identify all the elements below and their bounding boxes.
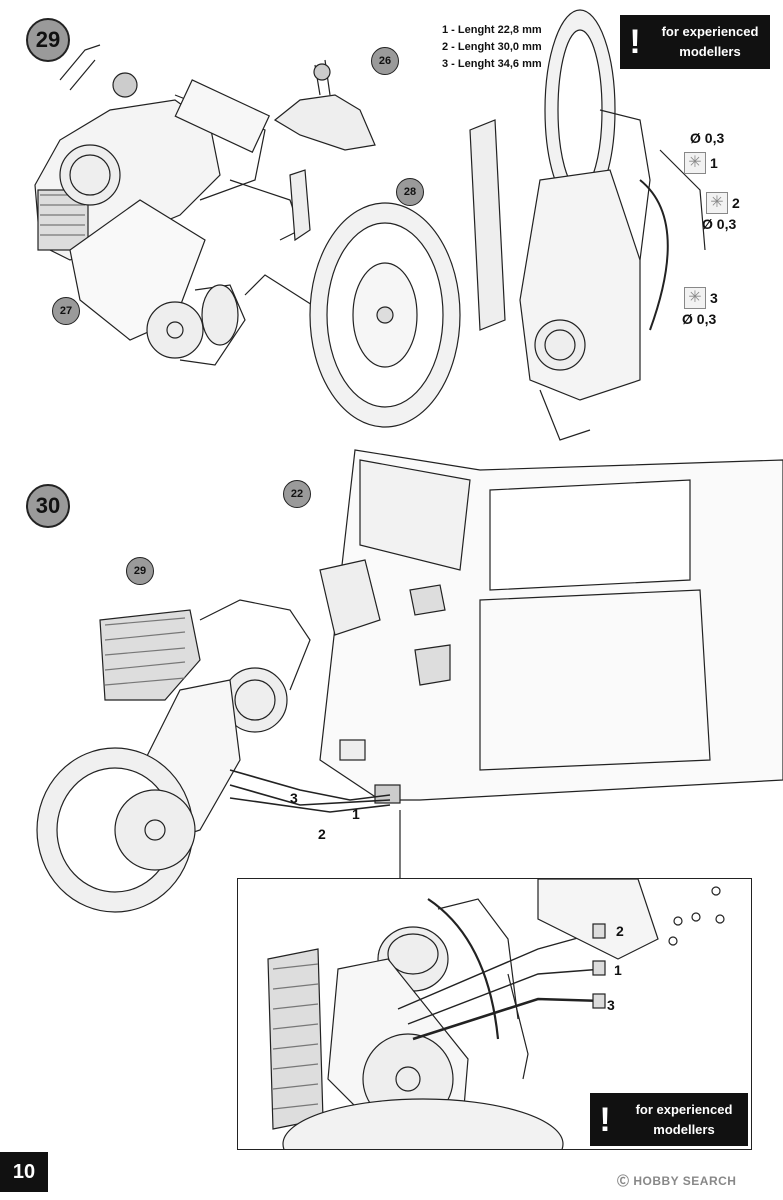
wire-1-label: ✳ 1 — [684, 152, 718, 174]
wire-length-1: 1 - Lenght 22,8 mm — [442, 24, 542, 36]
wire-3-callout: 3 — [290, 790, 298, 806]
wire-2-diameter: Ø 0,3 — [702, 216, 737, 232]
hobby-search-logo-icon: Ⓒ — [617, 1174, 634, 1188]
warning-text: for experienced modellers — [661, 24, 759, 59]
exclamation-icon: ! — [599, 1100, 611, 1139]
step-29-badge: 29 — [26, 18, 70, 62]
stretched-sprue-icon: ✳ — [706, 192, 728, 214]
part-22-badge: 22 — [283, 480, 311, 508]
wire-1-callout: 1 — [352, 806, 360, 822]
inset-wire-1-callout: 1 — [614, 962, 622, 978]
stretched-sprue-icon: ✳ — [684, 152, 706, 174]
part-28-badge: 28 — [396, 178, 424, 206]
wire-2-callout: 2 — [318, 826, 326, 842]
wire-length-list: 1 - Lenght 22,8 mm 2 - Lenght 30,0 mm 3 … — [442, 22, 542, 73]
wire-length-2: 2 - Lenght 30,0 mm — [442, 41, 542, 53]
stretched-sprue-icon: ✳ — [684, 287, 706, 309]
wire-3-diameter: Ø 0,3 — [682, 311, 717, 327]
inset-wire-2-callout: 2 — [616, 923, 624, 939]
warning-experienced-top: ! for experienced modellers — [620, 15, 770, 69]
wire-1-diameter: Ø 0,3 — [690, 130, 725, 146]
part-26-badge: 26 — [371, 47, 399, 75]
watermark: Ⓒ HOBBY SEARCH — [617, 1174, 737, 1188]
inset-illustration — [267, 879, 725, 1149]
wire-2-label: ✳ 2 — [706, 192, 740, 214]
warning-experienced-bottom: ! for experienced modellers — [590, 1093, 748, 1146]
detail-inset: 2 1 3 ! for experienced modellers — [237, 878, 752, 1150]
wire-3-label: ✳ 3 — [684, 287, 718, 309]
wire-length-3: 3 - Lenght 34,6 mm — [442, 58, 542, 70]
warning-text: for experienced modellers — [635, 1101, 733, 1137]
exclamation-icon: ! — [629, 23, 641, 61]
part-29-badge: 29 — [126, 557, 154, 585]
part-27-badge: 27 — [52, 297, 80, 325]
page-number: 10 — [0, 1152, 48, 1192]
step-30-badge: 30 — [26, 484, 70, 528]
inset-wire-3-callout: 3 — [607, 997, 615, 1013]
